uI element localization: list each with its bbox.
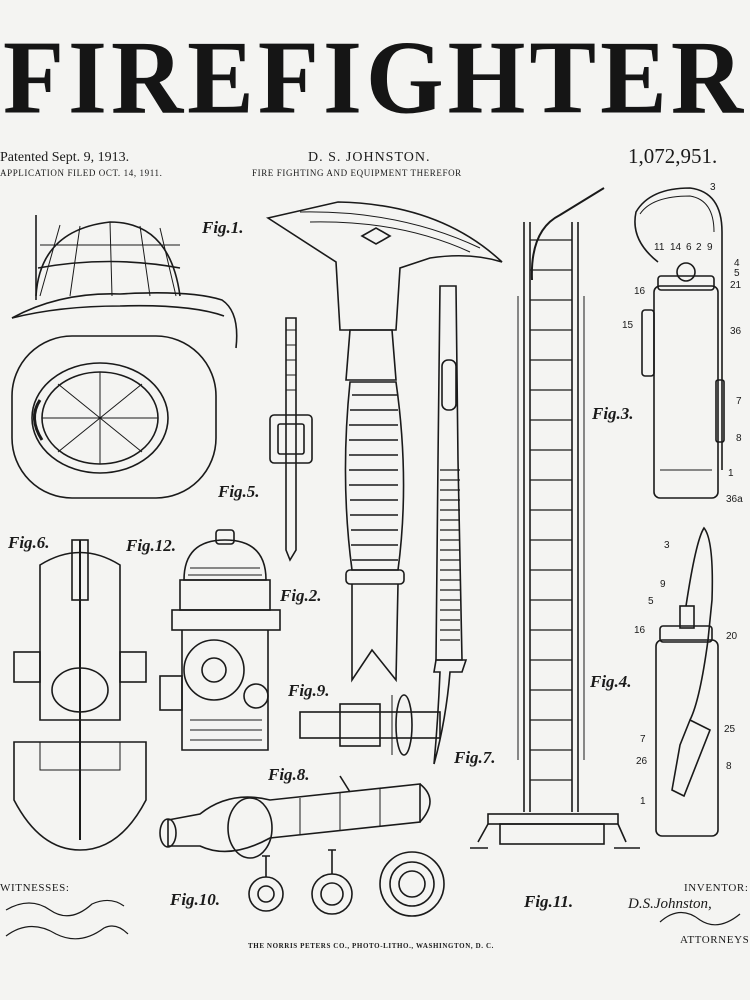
ext1-label-6: 6 bbox=[686, 242, 692, 253]
fig-1-label: Fig.1. bbox=[202, 218, 244, 237]
ext2-label-20: 20 bbox=[726, 631, 738, 642]
ext2-label-25: 25 bbox=[724, 724, 736, 735]
ext1-label-4: 4 bbox=[734, 258, 740, 269]
ext1-label-5: 5 bbox=[734, 268, 740, 279]
ext2-label-5: 5 bbox=[648, 596, 654, 607]
extinguisher-2-drawing bbox=[655, 526, 719, 837]
ext1-label-16: 16 bbox=[634, 286, 646, 297]
helmet-side-drawing bbox=[11, 215, 238, 349]
printer-credit: THE NORRIS PETERS CO., PHOTO-LITHO., WAS… bbox=[248, 942, 494, 950]
pry-bar-drawing bbox=[433, 285, 468, 765]
ext1-label-1: 1 bbox=[728, 468, 734, 479]
fig-6-label: Fig.6. bbox=[8, 533, 50, 552]
ext1-label-36a: 36a bbox=[726, 494, 743, 505]
fig-8-label: Fig.8. bbox=[268, 765, 310, 784]
fig-12-label: Fig.12. bbox=[126, 536, 177, 555]
witnesses-label: WITNESSES: bbox=[0, 882, 70, 894]
extinguisher-1-drawing bbox=[634, 187, 725, 499]
fig-2-label: Fig.2. bbox=[280, 586, 322, 605]
ext1-label-11: 11 bbox=[654, 242, 665, 253]
poster-title: FIREFIGHTER bbox=[2, 19, 748, 136]
attorneys-label: ATTORNEYS. bbox=[680, 934, 750, 946]
ext2-label-1: 1 bbox=[640, 796, 646, 807]
inventor-signature: D.S.Johnston, bbox=[628, 896, 712, 912]
inventor-heading: D. S. JOHNSTON. bbox=[308, 150, 431, 165]
ext2-label-26: 26 bbox=[636, 756, 648, 767]
fig-10-label: Fig.10. bbox=[170, 890, 221, 909]
spanner-tool-drawing bbox=[269, 317, 313, 562]
fig-9-label: Fig.9. bbox=[288, 681, 330, 700]
patent-number: 1,072,951. bbox=[628, 144, 718, 168]
ext1-label-14: 14 bbox=[670, 242, 682, 253]
ladder-drawing bbox=[470, 187, 640, 849]
ext1-label-15: 15 bbox=[622, 320, 634, 331]
application-date: APPLICATION FILED OCT. 14, 1911. bbox=[0, 168, 163, 178]
fig-3-label: Fig.3. bbox=[592, 404, 634, 423]
witness-signatures bbox=[5, 899, 741, 940]
ext1-label-2: 2 bbox=[696, 242, 702, 253]
ext2-label-16: 16 bbox=[634, 625, 646, 636]
valve-section-drawing bbox=[13, 539, 147, 851]
fig-11-label: Fig.11. bbox=[524, 892, 574, 911]
helmet-top-drawing bbox=[11, 335, 217, 499]
ext2-label-8: 8 bbox=[726, 761, 732, 772]
ext1-label-21: 21 bbox=[730, 280, 742, 291]
rings-drawing bbox=[248, 849, 445, 917]
hydrant-drawing bbox=[159, 529, 281, 751]
ext1-label-7: 7 bbox=[736, 396, 742, 407]
ext2-label-9: 9 bbox=[660, 579, 666, 590]
fig-7-label: Fig.7. bbox=[454, 748, 496, 767]
inventor-label: INVENTOR: bbox=[684, 882, 749, 894]
ext1-label-36: 36 bbox=[730, 326, 742, 337]
ext2-label-3: 3 bbox=[664, 540, 670, 551]
coupling-drawing bbox=[299, 694, 441, 756]
ext1-label-3: 3 bbox=[710, 182, 716, 193]
nozzle-drawing bbox=[159, 775, 431, 859]
axe-drawing bbox=[265, 201, 503, 683]
ext2-label-7: 7 bbox=[640, 734, 646, 745]
ext1-label-9: 9 bbox=[707, 242, 713, 253]
fig-4-label: Fig.4. bbox=[590, 672, 632, 691]
patent-date: Patented Sept. 9, 1913. bbox=[0, 150, 130, 165]
fig-5-label: Fig.5. bbox=[218, 482, 260, 501]
invention-title: FIRE FIGHTING AND EQUIPMENT THEREFOR bbox=[252, 168, 462, 178]
ext1-label-8: 8 bbox=[736, 433, 742, 444]
